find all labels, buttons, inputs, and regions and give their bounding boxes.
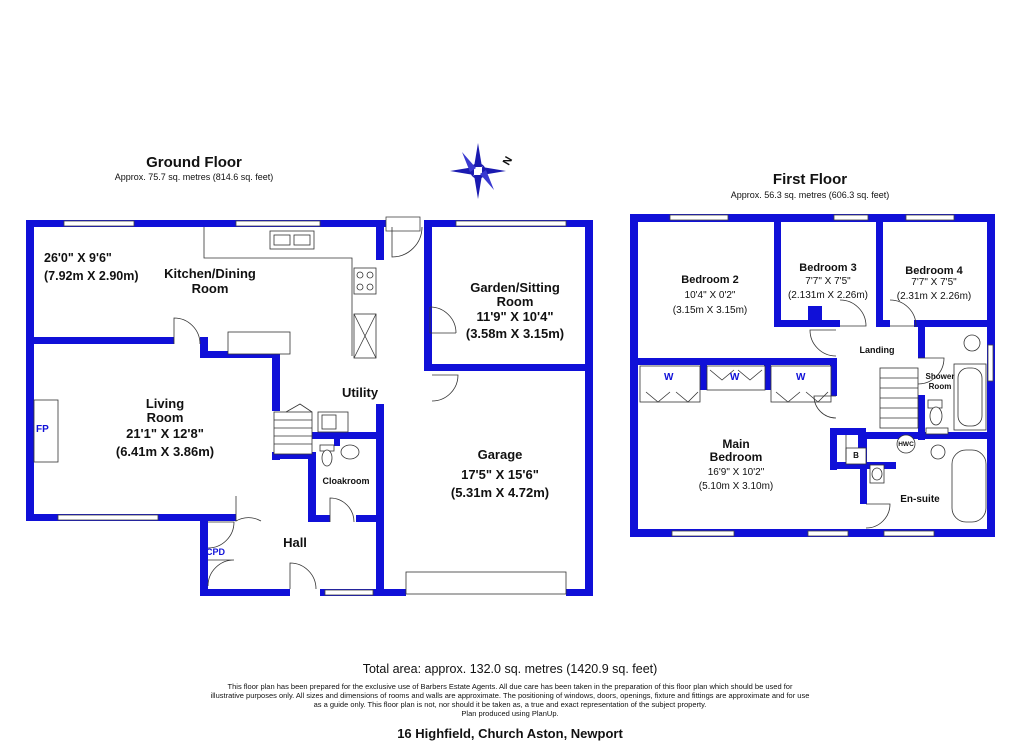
total-area: Total area: approx. 132.0 sq. metres (14…: [362, 662, 658, 676]
kitchen-name: Kitchen/Dining: [164, 266, 256, 281]
bedroom-4-dim-metric: (2.31m X 2.26m): [896, 291, 972, 302]
disclaimer-line-1: This floor plan has been prepared for th…: [227, 682, 793, 691]
main-bedroom-name: Main: [722, 437, 750, 451]
ground-floor-fixtures: [33, 227, 377, 467]
bedroom-3-name: Bedroom 3: [799, 262, 857, 274]
property-address: 16 Highfield, Church Aston, Newport: [397, 726, 623, 741]
first-floor-windows: [669, 214, 994, 537]
cpd-label: CPD: [206, 547, 226, 557]
compass-icon: [450, 143, 506, 199]
main-bedroom-name-2: Bedroom: [709, 450, 763, 464]
boiler-label: B: [853, 451, 859, 460]
cloakroom-name: Cloakroom: [322, 476, 370, 486]
wardrobe-2-label: W: [730, 372, 740, 383]
kitchen-name-2: Room: [191, 281, 229, 296]
living-room-dim-metric: (6.41m X 3.86m): [115, 444, 215, 459]
ground-floor-windows: [57, 216, 567, 596]
bedroom-2-dim-metric: (3.15m X 3.15m): [672, 305, 748, 316]
living-room-name: Living: [145, 396, 185, 411]
disclaimer-line-2: illustrative purposes only. All sizes an…: [210, 691, 810, 700]
first-floor-doors: [809, 299, 945, 529]
garden-room-dim-metric: (3.58m X 3.15m): [465, 326, 565, 341]
garden-room-name: Garden/Sitting: [470, 280, 560, 295]
garage-dim-metric: (5.31m X 4.72m): [450, 485, 550, 500]
living-room-name-2: Room: [146, 410, 184, 425]
shower-room-name-2: Room: [928, 382, 952, 391]
bedroom-4-dim-imperial: 7'7" X 7'5": [911, 277, 957, 288]
bedroom-2-name: Bedroom 2: [681, 274, 739, 286]
main-bedroom-dim-metric: (5.10m X 3.10m): [698, 481, 774, 492]
disclaimer-line-4: Plan produced using PlanUp.: [461, 709, 559, 718]
disclaimer-line-3: as a guide only. This floor plan is not,…: [313, 700, 707, 709]
garden-room-dim-imperial: 11'9" X 10'4": [476, 309, 554, 324]
ground-floor-area: Approx. 75.7 sq. metres (814.6 sq. feet): [114, 172, 274, 182]
fireplace-label: FP: [36, 424, 49, 435]
hall-name: Hall: [283, 535, 307, 550]
first-floor-area: Approx. 56.3 sq. metres (606.3 sq. feet): [730, 190, 890, 200]
garden-room-name-2: Room: [496, 294, 534, 309]
kitchen-dim-metric: (7.92m X 2.90m): [44, 269, 139, 283]
wardrobe-1-label: W: [664, 372, 674, 383]
bedroom-3-dim-metric: (2.131m X 2.26m): [787, 290, 869, 301]
kitchen-dim-imperial: 26'0" X 9'6": [44, 251, 112, 265]
utility-name: Utility: [341, 385, 379, 400]
shower-room-name: Shower: [925, 372, 955, 381]
wardrobe-3-label: W: [796, 372, 806, 383]
garage-name: Garage: [477, 447, 523, 462]
bedroom-3-dim-imperial: 7'7" X 7'5": [805, 276, 851, 287]
hwc-label: HWC: [898, 441, 914, 448]
bedroom-4-name: Bedroom 4: [905, 265, 963, 277]
ensuite-name: En-suite: [900, 494, 940, 505]
main-bedroom-dim-imperial: 16'9" X 10'2": [707, 467, 765, 478]
bedroom-2-dim-imperial: 10'4" X 0'2": [684, 290, 736, 301]
first-floor-title: First Floor: [772, 171, 848, 188]
garage-dim-imperial: 17'5" X 15'6": [461, 467, 539, 482]
living-room-dim-imperial: 21'1" X 12'8": [126, 426, 204, 441]
ground-floor-doors: [173, 226, 459, 590]
ground-floor-title: Ground Floor: [146, 154, 242, 171]
landing-name: Landing: [859, 345, 895, 355]
